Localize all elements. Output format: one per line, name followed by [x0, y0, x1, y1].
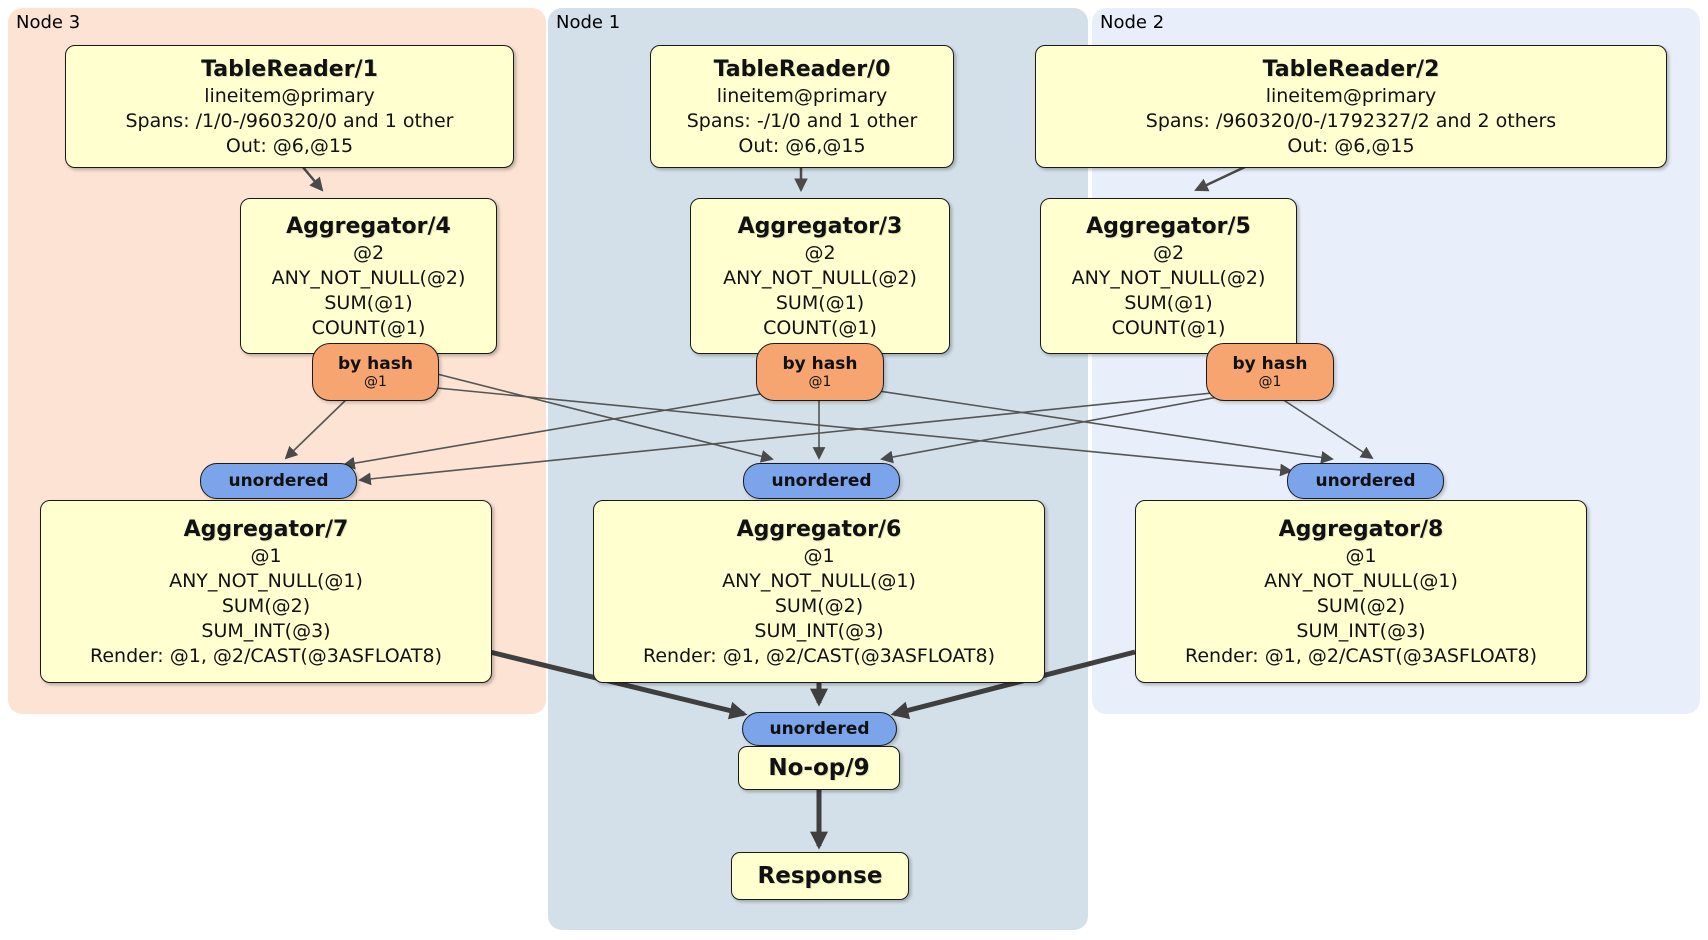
processor-response: Response [731, 852, 909, 900]
router-by-hash-node2: by hash @1 [1206, 343, 1334, 401]
processor-aggregator-7: Aggregator/7 @1 ANY_NOT_NULL(@1) SUM(@2)… [40, 500, 492, 683]
router-hash-column: @1 [364, 374, 387, 390]
sync-unordered-node2: unordered [1287, 463, 1444, 499]
processor-aggregator-4: Aggregator/4 @2 ANY_NOT_NULL(@2) SUM(@1)… [240, 198, 497, 354]
processor-title: Aggregator/8 [1278, 516, 1444, 542]
processor-title: TableReader/1 [201, 56, 378, 82]
processor-detail: @2 [352, 241, 385, 264]
edge-router4-sync6 [436, 373, 774, 463]
processor-title: TableReader/2 [1262, 56, 1440, 82]
processor-noop-9: No-op/9 [738, 746, 900, 790]
edge-router4-sync7 [284, 395, 351, 460]
processor-detail: COUNT(@1) [763, 316, 877, 339]
edge-aggregator8-sync9 [890, 649, 1136, 720]
processor-title: Aggregator/4 [286, 213, 451, 239]
router-hash-column: @1 [1258, 374, 1282, 390]
edge-router5-sync7 [358, 392, 1213, 486]
processor-detail-out: Out: @6,@15 [1287, 134, 1415, 157]
processor-detail: @1 [250, 544, 282, 567]
processor-detail: @2 [1152, 241, 1185, 264]
edge-router5-sync8 [1281, 398, 1374, 460]
sync-label: unordered [769, 719, 870, 739]
processor-detail: ANY_NOT_NULL(@2) [1071, 266, 1266, 289]
processor-detail-index: lineitem@primary [716, 84, 888, 107]
processor-detail: ANY_NOT_NULL(@2) [723, 266, 917, 289]
processor-detail: SUM_INT(@3) [754, 619, 884, 642]
node-region-2-label: Node 2 [1100, 12, 1165, 33]
processor-title: Response [757, 862, 883, 889]
processor-detail-render: Render: @1, @2/CAST(@3ASFLOAT8) [643, 644, 995, 667]
processor-detail: SUM(@2) [221, 594, 311, 617]
processor-tablereader-0: TableReader/0 lineitem@primary Spans: -/… [650, 45, 954, 168]
processor-detail: @2 [804, 241, 836, 264]
processor-title: Aggregator/7 [183, 516, 349, 542]
edge-router4-sync8 [436, 387, 1293, 477]
processor-detail: COUNT(@1) [311, 316, 426, 339]
sync-label: unordered [228, 471, 329, 491]
edge-router5-sync6 [880, 396, 1219, 464]
processor-detail: ANY_NOT_NULL(@1) [722, 569, 916, 592]
processor-detail-index: lineitem@primary [1265, 84, 1437, 107]
processor-tablereader-1: TableReader/1 lineitem@primary Spans: /1… [65, 45, 514, 168]
router-label: by hash [782, 354, 858, 374]
processor-detail: SUM(@1) [1124, 291, 1213, 314]
processor-title: Aggregator/5 [1086, 213, 1251, 239]
processor-aggregator-8: Aggregator/8 @1 ANY_NOT_NULL(@1) SUM(@2)… [1135, 500, 1587, 683]
edge-tablereader2-aggregator5 [1194, 164, 1248, 192]
processor-detail: ANY_NOT_NULL(@1) [169, 569, 363, 592]
processor-detail-spans: Spans: /960320/0-/1792327/2 and 2 others [1145, 109, 1557, 132]
edge-router3-sync8 [871, 389, 1334, 464]
processor-detail-spans: Spans: /1/0-/960320/0 and 1 other [125, 109, 454, 132]
processor-detail: SUM_INT(@3) [1296, 619, 1426, 642]
router-by-hash-node3: by hash @1 [312, 343, 439, 401]
edge-router3-sync7 [342, 391, 773, 470]
processor-title: No-op/9 [768, 754, 870, 781]
processor-detail: @1 [803, 544, 835, 567]
processor-detail-render: Render: @1, @2/CAST(@3ASFLOAT8) [1185, 644, 1537, 667]
processor-detail-render: Render: @1, @2/CAST(@3ASFLOAT8) [90, 644, 442, 667]
processor-detail: ANY_NOT_NULL(@1) [1264, 569, 1458, 592]
router-hash-column: @1 [808, 374, 832, 390]
sync-unordered-final: unordered [742, 712, 897, 746]
sync-label: unordered [1315, 471, 1416, 491]
processor-title: Aggregator/6 [736, 516, 902, 542]
processor-detail: ANY_NOT_NULL(@2) [271, 266, 466, 289]
processor-detail: COUNT(@1) [1111, 316, 1226, 339]
processor-tablereader-2: TableReader/2 lineitem@primary Spans: /9… [1035, 45, 1667, 168]
processor-detail: SUM_INT(@3) [201, 619, 331, 642]
sync-label: unordered [771, 471, 872, 491]
node-region-1-label: Node 1 [556, 12, 621, 33]
router-label: by hash [338, 354, 413, 374]
processor-detail-out: Out: @6,@15 [225, 134, 354, 157]
sync-unordered-node1: unordered [743, 463, 900, 499]
processor-detail-index: lineitem@primary [204, 84, 375, 107]
processor-detail-out: Out: @6,@15 [738, 134, 866, 157]
router-label: by hash [1232, 354, 1308, 374]
processor-detail-spans: Spans: -/1/0 and 1 other [686, 109, 918, 132]
router-by-hash-node1: by hash @1 [756, 343, 884, 401]
processor-title: Aggregator/3 [737, 213, 903, 239]
processor-detail: SUM(@2) [1316, 594, 1406, 617]
edge-aggregator7-sync9 [489, 649, 748, 720]
processor-detail: SUM(@1) [324, 291, 413, 314]
processor-aggregator-6: Aggregator/6 @1 ANY_NOT_NULL(@1) SUM(@2)… [593, 500, 1045, 683]
processor-detail: @1 [1345, 544, 1377, 567]
edge-tablereader1-aggregator4 [301, 165, 324, 192]
processor-detail: SUM(@2) [774, 594, 864, 617]
processor-title: TableReader/0 [713, 56, 891, 82]
processor-aggregator-3: Aggregator/3 @2 ANY_NOT_NULL(@2) SUM(@1)… [690, 198, 950, 354]
sync-unordered-node3: unordered [200, 463, 357, 499]
processor-detail: SUM(@1) [775, 291, 865, 314]
processor-aggregator-5: Aggregator/5 @2 ANY_NOT_NULL(@2) SUM(@1)… [1040, 198, 1297, 354]
node-region-3-label: Node 3 [16, 12, 81, 33]
